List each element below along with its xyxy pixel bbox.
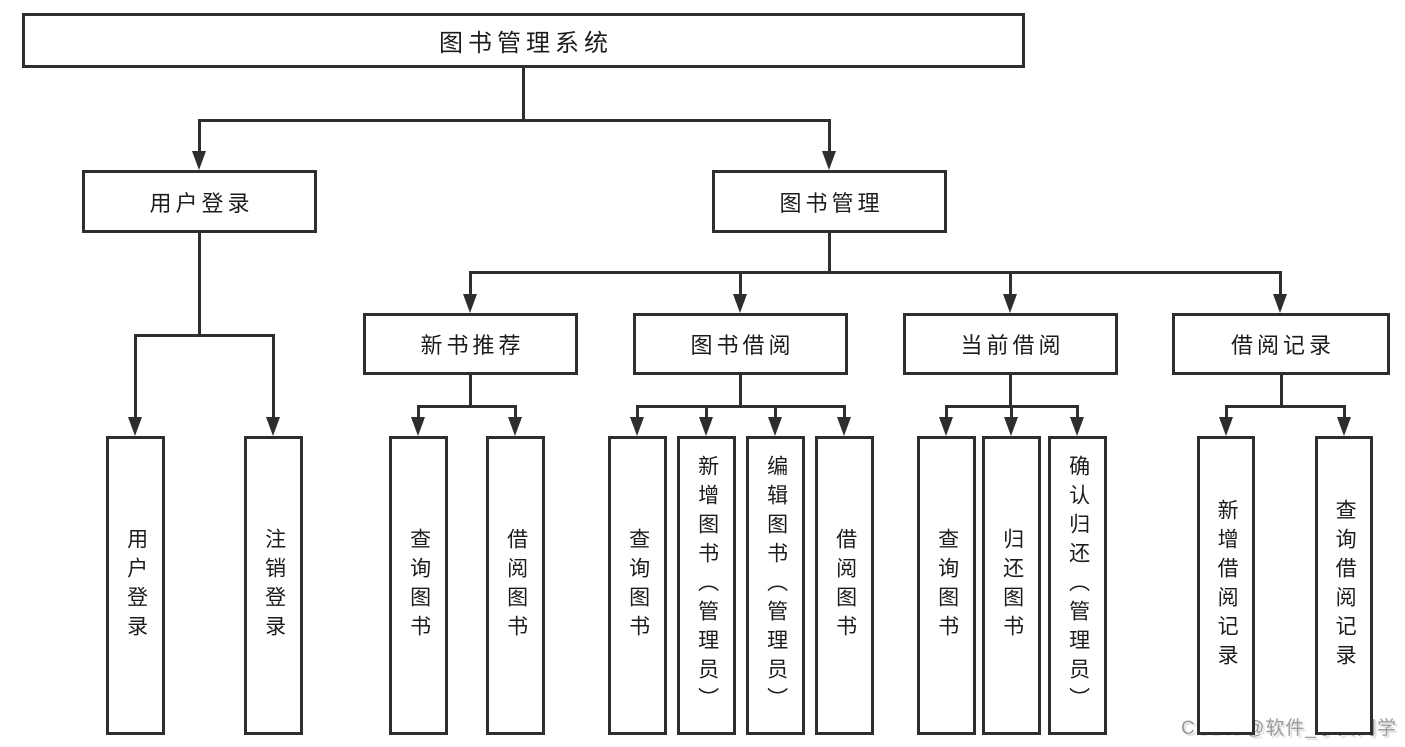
arrow-down-icon xyxy=(508,417,522,436)
node-recommend-2: 借阅图书 xyxy=(486,436,545,735)
connector-bar xyxy=(197,118,831,122)
node-current-2: 归还图书 xyxy=(982,436,1041,735)
arrow-down-icon xyxy=(733,294,747,313)
connector-drop xyxy=(827,120,831,151)
connector-bar xyxy=(635,404,846,408)
node-login-1: 用户登录 xyxy=(106,436,165,735)
node-record-2: 查询借阅记录 xyxy=(1315,436,1373,735)
connector-bar xyxy=(416,404,517,408)
node-borrow-1: 查询图书 xyxy=(608,436,667,735)
node-label-record-2: 查询借阅记录 xyxy=(1333,498,1357,673)
node-label-login-2: 注销登录 xyxy=(262,527,286,644)
arrow-down-icon xyxy=(699,417,713,436)
node-label-borrow-4: 借阅图书 xyxy=(833,527,857,644)
connector-stem xyxy=(521,68,525,120)
arrow-down-icon xyxy=(266,417,280,436)
node-borrow-3: 编辑图书（管理员） xyxy=(746,436,805,735)
connector-drop xyxy=(1008,272,1012,294)
connector-drop xyxy=(1278,272,1282,294)
connector-drop xyxy=(197,120,201,151)
connector-bar xyxy=(468,270,1282,274)
node-label-recommend-2: 借阅图书 xyxy=(504,527,528,644)
connector-drop xyxy=(1224,406,1228,417)
connector-drop xyxy=(704,406,708,417)
arrow-down-icon xyxy=(768,417,782,436)
connector-bar xyxy=(133,333,275,337)
arrow-down-icon xyxy=(1004,417,1018,436)
connector-drop xyxy=(738,272,742,294)
connector-drop xyxy=(635,406,639,417)
connector-drop xyxy=(1342,406,1346,417)
connector-drop xyxy=(271,335,275,417)
node-current-1: 查询图书 xyxy=(917,436,976,735)
node-borrow-2: 新增图书（管理员） xyxy=(677,436,736,735)
node-label-record-1: 新增借阅记录 xyxy=(1215,498,1239,673)
node-label-borrow: 图书借阅 xyxy=(690,333,795,358)
node-label-record: 借阅记录 xyxy=(1230,333,1335,358)
connector-stem xyxy=(468,375,472,406)
arrow-down-icon xyxy=(411,417,425,436)
node-label-mgmt: 图书管理 xyxy=(779,190,884,216)
connector-stem xyxy=(738,375,742,406)
connector-drop xyxy=(416,406,420,417)
node-label-borrow-1: 查询图书 xyxy=(626,527,650,644)
arrow-down-icon xyxy=(1273,294,1287,313)
connector-stem xyxy=(1279,375,1283,406)
connector-drop xyxy=(842,406,846,417)
connector-bar xyxy=(1224,404,1346,408)
node-label-recommend-1: 查询图书 xyxy=(407,527,431,644)
connector-drop xyxy=(1075,406,1079,417)
node-label-borrow-3: 编辑图书（管理员） xyxy=(764,455,788,716)
arrow-down-icon xyxy=(463,294,477,313)
node-root: 图书管理系统 xyxy=(22,13,1025,68)
node-label-login: 用户登录 xyxy=(149,190,254,216)
node-record: 借阅记录 xyxy=(1172,313,1390,375)
arrow-down-icon xyxy=(822,151,836,170)
arrow-down-icon xyxy=(192,151,206,170)
connector-drop xyxy=(133,335,137,417)
connector-drop xyxy=(1009,406,1013,417)
connector-drop xyxy=(944,406,948,417)
arrow-down-icon xyxy=(630,417,644,436)
node-label-current-2: 归还图书 xyxy=(1000,527,1024,644)
node-label-recommend: 新书推荐 xyxy=(420,333,525,358)
arrow-down-icon xyxy=(939,417,953,436)
node-borrow: 图书借阅 xyxy=(633,313,848,375)
connector-drop xyxy=(773,406,777,417)
arrow-down-icon xyxy=(1003,294,1017,313)
node-recommend: 新书推荐 xyxy=(363,313,578,375)
node-borrow-4: 借阅图书 xyxy=(815,436,874,735)
connector-drop xyxy=(513,406,517,417)
arrow-down-icon xyxy=(1219,417,1233,436)
node-current-3: 确认归还（管理员） xyxy=(1048,436,1107,735)
node-recommend-1: 查询图书 xyxy=(389,436,448,735)
node-login-2: 注销登录 xyxy=(244,436,303,735)
node-label-login-1: 用户登录 xyxy=(124,527,148,644)
connector-stem xyxy=(197,233,201,335)
arrow-down-icon xyxy=(837,417,851,436)
connector-drop xyxy=(468,272,472,294)
node-label-current-1: 查询图书 xyxy=(935,527,959,644)
node-label-borrow-2: 新增图书（管理员） xyxy=(695,455,719,716)
arrow-down-icon xyxy=(128,417,142,436)
arrow-down-icon xyxy=(1070,417,1084,436)
node-current: 当前借阅 xyxy=(903,313,1118,375)
node-label-current-3: 确认归还（管理员） xyxy=(1066,455,1090,716)
node-label-current: 当前借阅 xyxy=(960,333,1065,358)
arrow-down-icon xyxy=(1337,417,1351,436)
connector-stem xyxy=(1008,375,1012,406)
node-record-1: 新增借阅记录 xyxy=(1197,436,1255,735)
node-mgmt: 图书管理 xyxy=(712,170,947,233)
node-login: 用户登录 xyxy=(82,170,317,233)
node-label-root: 图书管理系统 xyxy=(439,30,613,57)
connector-stem xyxy=(827,233,831,272)
